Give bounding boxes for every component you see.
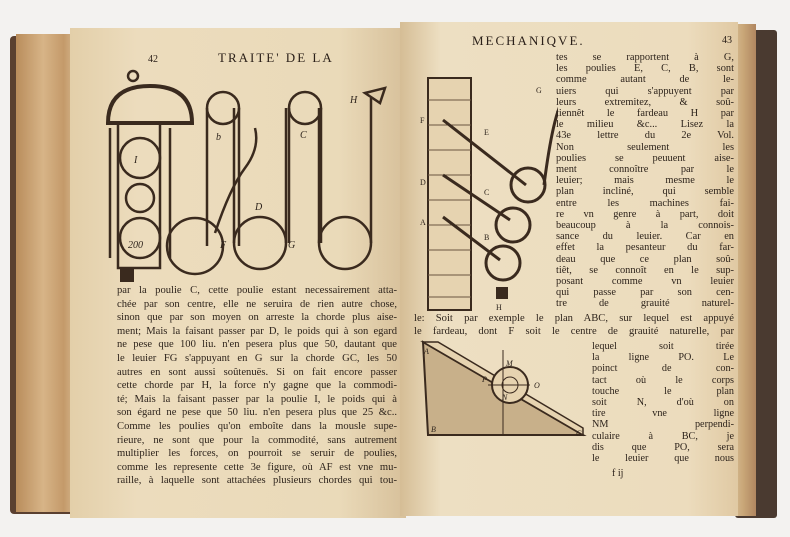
text-line: cette chorde par H, la force n'y gagne q… bbox=[117, 380, 397, 392]
figure-label: C bbox=[300, 130, 307, 141]
figure-label: I bbox=[133, 155, 138, 166]
text-line: poulies se peuuent aise- bbox=[556, 152, 734, 164]
text-line: leuier; mais mesme le bbox=[556, 175, 734, 187]
figure-label: N bbox=[501, 393, 508, 402]
pulley-illustration: I 200 b D F G C H bbox=[105, 69, 387, 282]
text-line: deau que ce plan soû- bbox=[556, 253, 734, 265]
figure-label: E bbox=[484, 128, 489, 137]
right-page-number: 43 bbox=[722, 35, 732, 46]
text-line: son égard ne pese que 50 liu. n'en peser… bbox=[117, 407, 397, 419]
text-line: le: Soit par exemple le plan ABC, sur le… bbox=[414, 313, 734, 324]
text-line: leurs extremitez, & soû- bbox=[556, 96, 734, 108]
text-line: uiers qui s'appuyent par bbox=[556, 85, 734, 97]
text-line: 43e lettre du 2e Vol. bbox=[556, 130, 734, 142]
text-line: NM perpendi- bbox=[592, 419, 734, 431]
figure-label: 200 bbox=[128, 240, 143, 251]
figure-label: B bbox=[484, 233, 489, 242]
left-body-text: par la poulie C, cette poulie estant nec… bbox=[117, 284, 397, 488]
text-line: poinct de con- bbox=[592, 363, 734, 375]
text-line: comme les represente cette 3e figure, où… bbox=[117, 461, 397, 473]
text-line: ne pese que 100 liu. n'en pesera plus qu… bbox=[117, 339, 397, 351]
right-full-width-text: le: Soit par exemple le plan ABC, sur le… bbox=[414, 312, 734, 338]
figure-label: F bbox=[420, 116, 425, 125]
text-line: autres en sont aussi soûtenuës. Si on fa… bbox=[117, 366, 397, 378]
figure-label: F bbox=[219, 240, 227, 251]
text-line: tact où le corps bbox=[592, 374, 734, 386]
text-line: multiplier les forces, on pourroit se se… bbox=[117, 448, 397, 460]
text-line: tiêt, se connoît en le sup- bbox=[556, 264, 734, 276]
text-line: sinon que par son moyen on arreste la ch… bbox=[117, 312, 397, 324]
figure-label: b bbox=[216, 132, 221, 143]
text-line: effet la pesanteur du far- bbox=[556, 242, 734, 254]
figure-label: H bbox=[496, 303, 502, 312]
text-line: culaire à BC, je bbox=[592, 430, 734, 442]
figure-label: G bbox=[288, 240, 295, 251]
figure-label: G bbox=[536, 86, 542, 95]
text-line: tiennêt le fardeau H par bbox=[556, 108, 734, 120]
text-line: les poulies E, C, B, sont bbox=[556, 63, 734, 75]
right-column-text: tes se rapportent à G,les poulies E, C, … bbox=[556, 52, 734, 310]
text-line: le milieu &c... Lisez la bbox=[556, 119, 734, 131]
text-line: lequel soit tirée bbox=[592, 341, 734, 352]
text-line: Comme les poulies qu'on emboîte dans la … bbox=[117, 420, 397, 432]
figure-label: M bbox=[505, 359, 514, 368]
figure-label: D bbox=[420, 178, 426, 187]
text-line: Non seulement les bbox=[556, 141, 734, 153]
text-line: par la poulie C, cette poulie estant nec… bbox=[117, 285, 397, 296]
text-line: posant comme vn leuier bbox=[556, 276, 734, 288]
text-line: tire vne ligne bbox=[592, 408, 734, 420]
figure-label: B bbox=[431, 425, 436, 434]
figure-label: C bbox=[484, 188, 489, 197]
text-line: dis que PO, sera bbox=[592, 441, 734, 453]
text-line: rieure, ne sont que pour la commodité, s… bbox=[117, 434, 397, 446]
text-line: comme autant de le- bbox=[556, 74, 734, 86]
text-line: le fardeau, dont F soit le centre de gra… bbox=[414, 326, 734, 337]
figure-label: C bbox=[576, 429, 582, 438]
figure-label: H bbox=[349, 95, 358, 106]
left-running-head: TRAITE' DE LA bbox=[218, 50, 334, 65]
text-line: ment; Mais la faisant passer par D, le p… bbox=[117, 325, 397, 337]
signature-mark: f ij bbox=[612, 468, 624, 479]
text-line: le leuier que nous bbox=[592, 453, 734, 465]
text-line: tre de grauité naturel- bbox=[556, 298, 734, 310]
text-line: tes se rapportent à G, bbox=[556, 52, 734, 63]
figure-label: D bbox=[254, 202, 263, 213]
text-line: qui passe par son cen- bbox=[556, 287, 734, 299]
wall-pulley-figure: F D A G E C B H bbox=[420, 77, 558, 312]
text-line: le leuier FG s'appuyant en G sur la chor… bbox=[117, 352, 397, 364]
text-line: chée par son centre, elle ne seruira de … bbox=[117, 298, 397, 310]
text-line: raille, à laquelle sont attachées plusie… bbox=[117, 475, 397, 487]
left-page-number: 42 bbox=[148, 54, 158, 65]
figure-label: O bbox=[534, 381, 540, 390]
figure-label: P bbox=[481, 375, 487, 384]
text-line: touche le plan bbox=[592, 385, 734, 397]
text-line: sance du leuier. Car en bbox=[556, 231, 734, 243]
text-line: ment connoître par le bbox=[556, 164, 734, 176]
text-line: plan incliné, qui semble bbox=[556, 186, 734, 198]
text-line: té; Mais la faisant passer par la poulie… bbox=[117, 393, 397, 405]
text-line: soit N, d'où on bbox=[592, 397, 734, 409]
figure-label: A bbox=[423, 347, 429, 356]
text-line: re vn genre à part, doit bbox=[556, 208, 734, 220]
right-running-head: MECHANIQVE. bbox=[472, 33, 585, 48]
text-line: beaucoup à la connois- bbox=[556, 220, 734, 232]
text-line: entre les machines fai- bbox=[556, 197, 734, 209]
figure-label: A bbox=[420, 218, 426, 227]
text-line: la ligne PO. Le bbox=[592, 352, 734, 364]
inclined-plane-figure: A B C M P O N bbox=[420, 340, 587, 438]
